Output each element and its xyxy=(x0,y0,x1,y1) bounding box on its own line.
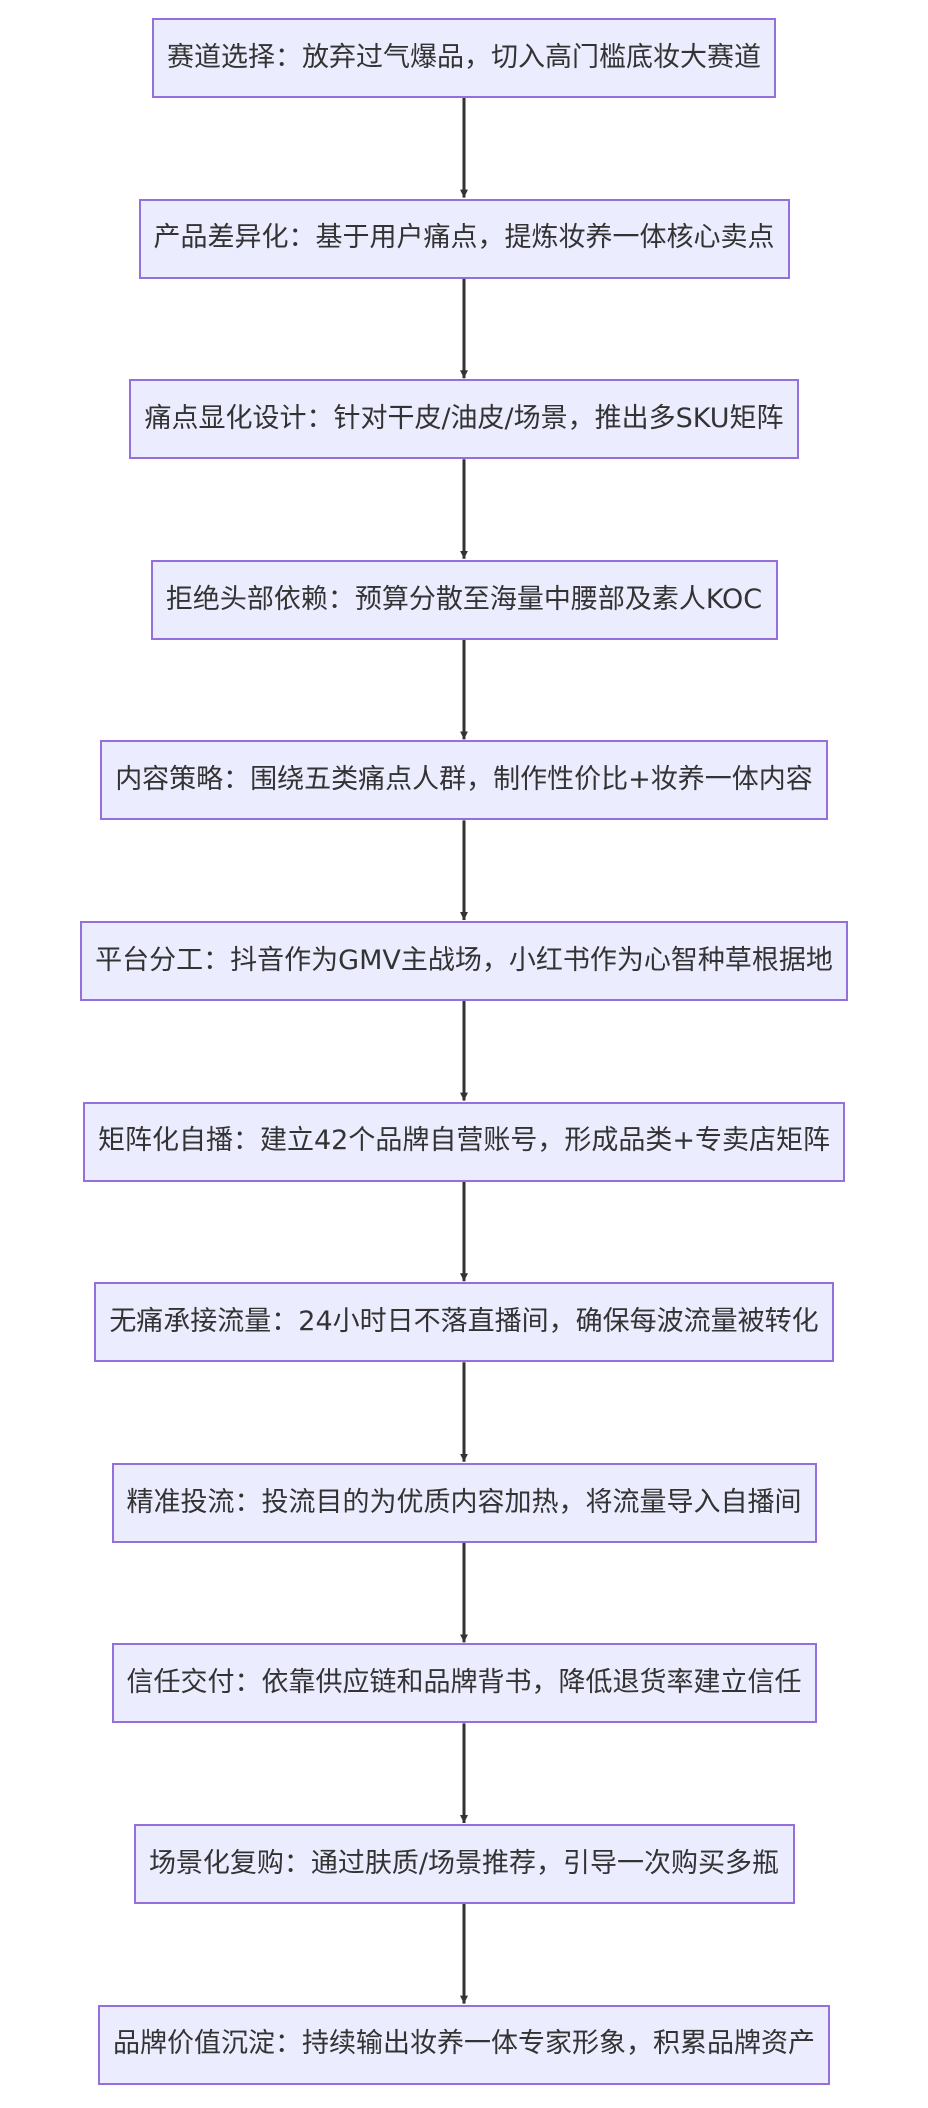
flow-node-4: 拒绝头部依赖：预算分散至海量中腰部及素人KOC xyxy=(150,559,778,640)
flow-node-10: 信任交付：依靠供应链和品牌背书，降低退货率建立信任 xyxy=(111,1643,817,1724)
flow-node-label: 精准投流：投流目的为优质内容加热，将流量导入自播间 xyxy=(126,1486,802,1518)
flow-node-1: 赛道选择：放弃过气爆品，切入高门槛底妆大赛道 xyxy=(152,18,776,98)
flow-node-9: 精准投流：投流目的为优质内容加热，将流量导入自播间 xyxy=(111,1462,817,1543)
flow-node-3: 痛点显化设计：针对干皮/油皮/场景，推出多SKU矩阵 xyxy=(129,379,799,460)
flow-node-7: 矩阵化自播：建立42个品牌自营账号，形成品类+专卖店矩阵 xyxy=(83,1101,845,1182)
flow-node-8: 无痛承接流量：24小时日不落直播间，确保每波流量被转化 xyxy=(94,1282,834,1363)
flow-node-label: 无痛承接流量：24小时日不落直播间，确保每波流量被转化 xyxy=(109,1305,819,1337)
flow-node-label: 内容策略：围绕五类痛点人群，制作性价比+妆养一体内容 xyxy=(115,764,813,796)
flow-node-6: 平台分工：抖音作为GMV主战场，小红书作为心智种草根据地 xyxy=(80,921,848,1001)
flow-node-label: 赛道选择：放弃过气爆品，切入高门槛底妆大赛道 xyxy=(167,41,761,73)
flow-node-12: 品牌价值沉淀：持续输出妆养一体专家形象，积累品牌资产 xyxy=(98,2004,830,2085)
flow-node-label: 场景化复购：通过肤质/场景推荐，引导一次购买多瓶 xyxy=(148,1847,780,1879)
flow-node-label: 平台分工：抖音作为GMV主战场，小红书作为心智种草根据地 xyxy=(95,944,833,976)
flow-node-5: 内容策略：围绕五类痛点人群，制作性价比+妆养一体内容 xyxy=(100,740,828,821)
flow-node-label: 品牌价值沉淀：持续输出妆养一体专家形象，积累品牌资产 xyxy=(113,2028,815,2060)
flow-node-label: 痛点显化设计：针对干皮/油皮/场景，推出多SKU矩阵 xyxy=(144,402,784,434)
flow-node-label: 信任交付：依靠供应链和品牌背书，降低退货率建立信任 xyxy=(126,1667,802,1699)
flow-node-11: 场景化复购：通过肤质/场景推荐，引导一次购买多瓶 xyxy=(133,1824,795,1904)
flow-node-label: 产品差异化：基于用户痛点，提炼妆养一体核心卖点 xyxy=(153,222,775,254)
flow-node-label: 拒绝头部依赖：预算分散至海量中腰部及素人KOC xyxy=(165,583,763,615)
flow-node-2: 产品差异化：基于用户痛点，提炼妆养一体核心卖点 xyxy=(138,198,790,279)
flow-node-label: 矩阵化自播：建立42个品牌自营账号，形成品类+专卖店矩阵 xyxy=(98,1125,830,1157)
